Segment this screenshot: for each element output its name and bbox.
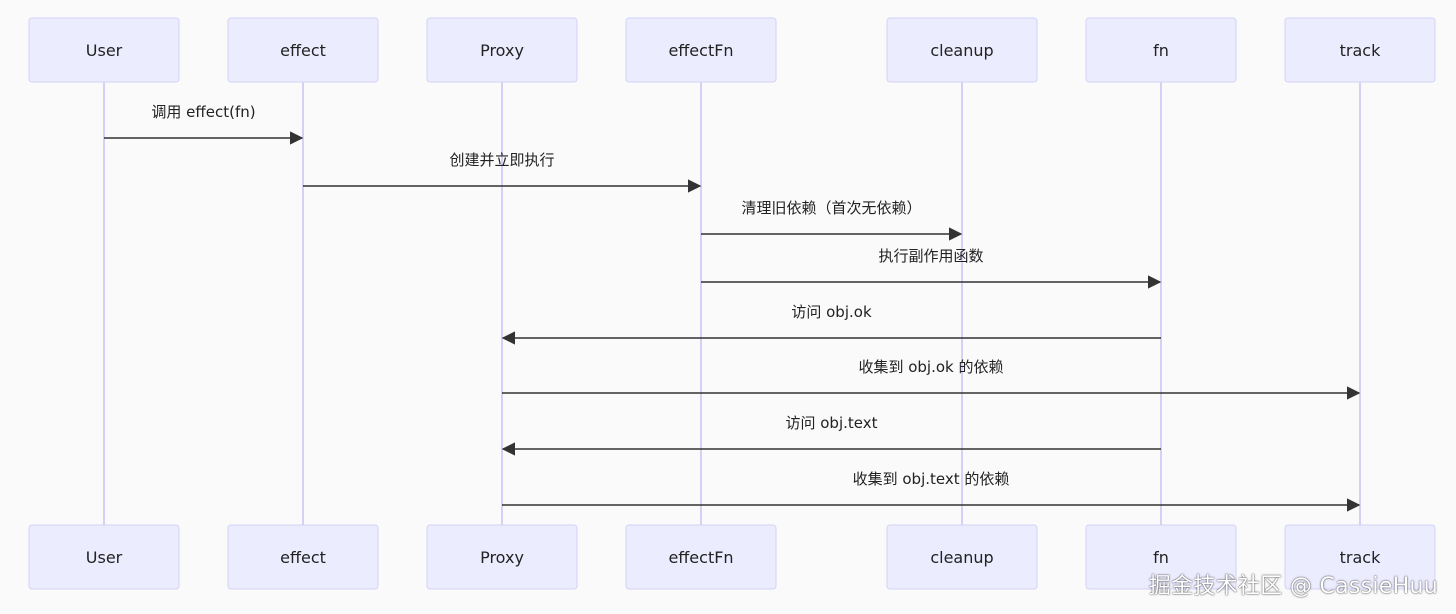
participant-cleanup-top: cleanup xyxy=(886,17,1038,83)
message-5: 访问 obj.ok xyxy=(501,303,1161,345)
participant-box xyxy=(625,524,777,590)
participant-box xyxy=(886,524,1038,590)
participant-proxy-bottom: Proxy xyxy=(426,524,578,590)
participant-label: effect xyxy=(280,548,326,567)
participant-box xyxy=(227,524,379,590)
participant-fn-top: fn xyxy=(1085,17,1237,83)
participant-box xyxy=(1085,17,1237,83)
participant-cleanup-bottom: cleanup xyxy=(886,524,1038,590)
message-label: 清理旧依赖（首次无依赖） xyxy=(741,199,921,217)
participant-box xyxy=(1284,17,1436,83)
message-label: 访问 obj.ok xyxy=(791,303,872,321)
participant-box xyxy=(28,524,180,590)
participant-fn-bottom: fn xyxy=(1085,524,1237,590)
message-label: 访问 obj.text xyxy=(785,414,877,432)
participant-effect-top: effect xyxy=(227,17,379,83)
participant-user-bottom: User xyxy=(28,524,180,590)
participant-box xyxy=(426,17,578,83)
participant-box xyxy=(886,17,1038,83)
message-7: 访问 obj.text xyxy=(501,414,1161,456)
message-label: 收集到 obj.ok 的依赖 xyxy=(858,358,1003,376)
watermark: 掘金技术社区 @ CassieHuu xyxy=(1148,574,1438,599)
participant-box xyxy=(1085,524,1237,590)
participant-effectfn-top: effectFn xyxy=(625,17,777,83)
participant-label: fn xyxy=(1153,548,1169,567)
participant-user-top: User xyxy=(28,17,180,83)
participant-label: track xyxy=(1340,548,1381,567)
participant-label: User xyxy=(86,548,123,567)
message-1: 调用 effect(fn) xyxy=(104,103,304,145)
message-4: 执行副作用函数 xyxy=(701,247,1162,289)
participant-track-bottom: track xyxy=(1284,524,1436,590)
participant-box xyxy=(625,17,777,83)
participant-label: effectFn xyxy=(668,548,733,567)
participant-effect-bottom: effect xyxy=(227,524,379,590)
participant-label: Proxy xyxy=(480,548,524,567)
participant-label: fn xyxy=(1153,41,1169,60)
message-label: 创建并立即执行 xyxy=(449,151,554,169)
message-2: 创建并立即执行 xyxy=(303,151,702,193)
message-3: 清理旧依赖（首次无依赖） xyxy=(701,199,963,241)
participant-box xyxy=(28,17,180,83)
participant-box xyxy=(1284,524,1436,590)
participant-label: cleanup xyxy=(930,41,993,60)
participant-label: track xyxy=(1340,41,1381,60)
participant-proxy-top: Proxy xyxy=(426,17,578,83)
participant-label: Proxy xyxy=(480,41,524,60)
participant-track-top: track xyxy=(1284,17,1436,83)
participant-label: User xyxy=(86,41,123,60)
participant-box xyxy=(227,17,379,83)
participant-label: effect xyxy=(280,41,326,60)
participant-effectfn-bottom: effectFn xyxy=(625,524,777,590)
message-label: 执行副作用函数 xyxy=(878,247,983,265)
participant-label: cleanup xyxy=(930,548,993,567)
message-label: 调用 effect(fn) xyxy=(151,103,255,121)
participant-box xyxy=(426,524,578,590)
message-8: 收集到 obj.text 的依赖 xyxy=(502,470,1361,512)
message-6: 收集到 obj.ok 的依赖 xyxy=(502,358,1361,400)
message-label: 收集到 obj.text 的依赖 xyxy=(853,470,1010,488)
participant-label: effectFn xyxy=(668,41,733,60)
